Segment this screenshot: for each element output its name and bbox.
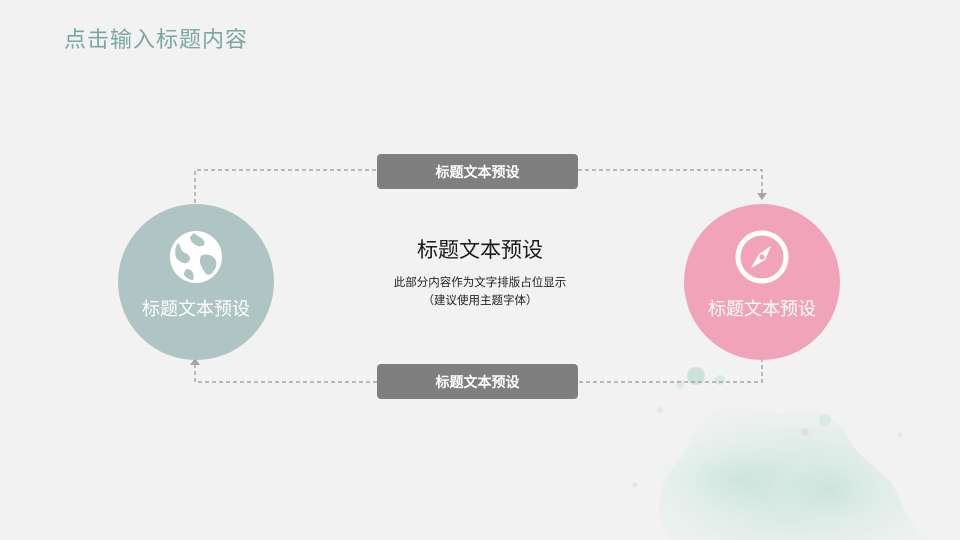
center-body-line-1: 此部分内容作为文字排版占位显示 — [393, 275, 567, 289]
right-circle: 标题文本预设 — [684, 204, 840, 360]
compass-icon — [735, 230, 789, 284]
top-title-button-label: 标题文本预设 — [435, 164, 520, 181]
center-body-line-2: （建议使用主题字体） — [422, 293, 538, 307]
globe-icon — [170, 231, 222, 283]
left-circle: 标题文本预设 — [118, 204, 274, 360]
top-title-button[interactable]: 标题文本预设 — [377, 154, 578, 189]
center-title: 标题文本预设 — [417, 238, 543, 262]
left-circle-label: 标题文本预设 — [142, 299, 250, 320]
slide-title: 点击输入标题内容 — [64, 28, 249, 53]
bottom-title-button[interactable]: 标题文本预设 — [377, 364, 578, 399]
bottom-title-button-label: 标题文本预设 — [435, 374, 520, 391]
right-circle-label: 标题文本预设 — [708, 299, 816, 320]
watercolor-decoration — [632, 367, 930, 540]
center-body: 此部分内容作为文字排版占位显示 （建议使用主题字体） — [340, 273, 620, 309]
